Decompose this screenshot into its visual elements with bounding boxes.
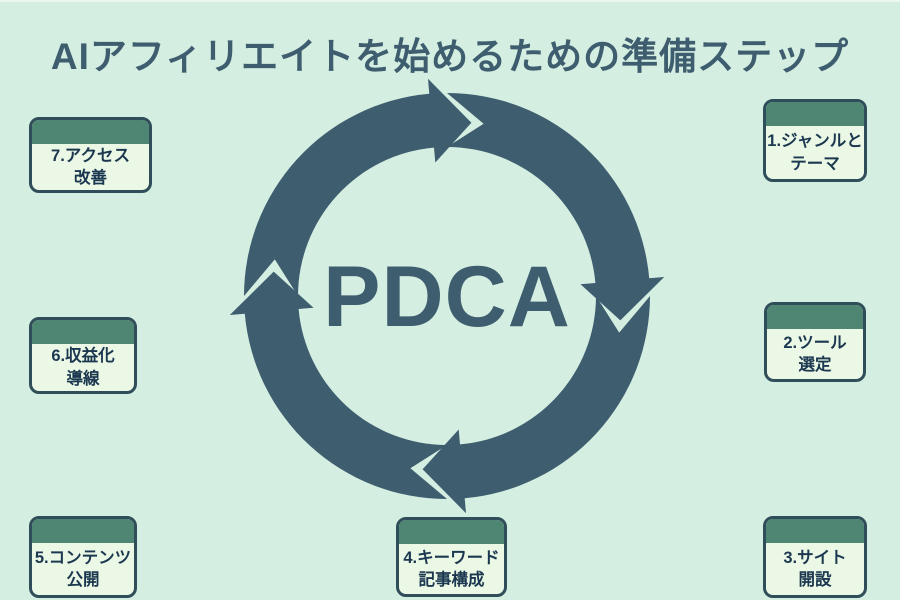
cycle-arrow-left-icon	[229, 271, 447, 499]
pdca-cycle-diagram	[229, 78, 665, 514]
step-box-5-label: 5.コンテンツ 公開	[32, 543, 134, 595]
cycle-arrow-top-icon	[244, 78, 472, 296]
step-box-3-line1: 3.サイト	[783, 548, 847, 567]
step-box-2-label: 2.ツール 選定	[767, 329, 863, 379]
step-box-4: 4.キーワード 記事構成	[396, 517, 507, 597]
step-box-2: 2.ツール 選定	[764, 302, 866, 382]
step-box-5-header-bar	[32, 519, 134, 543]
step-box-2-header-bar	[767, 305, 863, 329]
step-box-4-line2: 記事構成	[418, 571, 485, 589]
step-box-1-label: 1.ジャンルと テーマ	[766, 126, 864, 179]
step-box-6-header-bar	[32, 320, 134, 344]
step-box-3-label: 3.サイト 開設	[766, 543, 864, 595]
step-box-1: 1.ジャンルと テーマ	[763, 99, 867, 182]
step-box-4-line1: 4.キーワード	[403, 548, 500, 567]
step-box-3-line2: 開設	[798, 571, 832, 589]
step-box-2-line2: 選定	[798, 356, 832, 374]
step-box-1-line2: テーマ	[790, 154, 840, 173]
step-box-4-header-bar	[399, 520, 504, 544]
step-box-5-line1: 5.コンテンツ	[34, 548, 132, 567]
cycle-arrow-right-icon	[447, 93, 665, 321]
step-box-6-line2: 導線	[66, 369, 100, 388]
step-box-3-header-bar	[766, 519, 864, 543]
step-box-5-line2: 公開	[66, 571, 100, 589]
step-box-6-line1: 6.収益化	[51, 347, 115, 366]
step-box-5: 5.コンテンツ 公開	[29, 516, 137, 598]
page-title: AIアフィリエイトを始めるための準備ステップ	[50, 36, 850, 77]
step-box-1-line1: 1.ジャンルと	[767, 132, 863, 151]
step-box-2-line1: 2.ツール	[783, 333, 847, 352]
step-box-7-label: 7.アクセス 改善	[32, 144, 149, 190]
step-box-7-line2: 改善	[74, 169, 107, 187]
step-box-7: 7.アクセス 改善	[29, 117, 152, 193]
step-box-6-label: 6.収益化 導線	[32, 344, 134, 391]
step-box-6: 6.収益化 導線	[29, 317, 137, 394]
cycle-arrow-bottom-icon	[422, 296, 650, 514]
step-box-7-header-bar	[32, 120, 149, 144]
step-box-3: 3.サイト 開設	[763, 516, 867, 598]
pdca-center-label: PDCA	[323, 249, 571, 345]
step-box-1-header-bar	[766, 102, 864, 126]
step-box-7-line1: 7.アクセス	[51, 146, 130, 165]
step-box-4-label: 4.キーワード 記事構成	[399, 544, 504, 594]
